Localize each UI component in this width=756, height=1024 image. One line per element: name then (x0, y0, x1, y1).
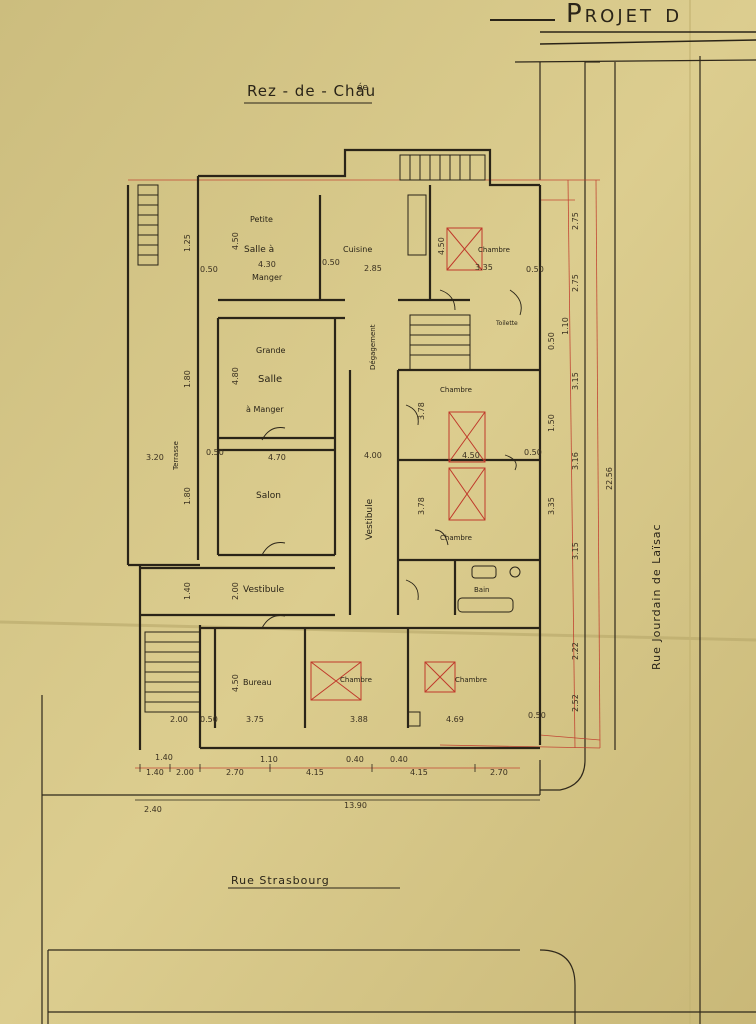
dim-335: 3.35 (475, 263, 493, 272)
dim-252: 2.52 (571, 694, 580, 712)
dim-200: 2.00 (231, 582, 240, 600)
site-lines (41, 56, 756, 1024)
room-chambre-e1: Chambre (440, 386, 472, 394)
dim-375: 3.75 (246, 715, 264, 724)
dim-315a: 3.15 (571, 372, 580, 390)
dim-140-bottom: 1.40 (146, 768, 164, 777)
room-chambre-s1: Chambre (340, 676, 372, 684)
stair-north-west (137, 184, 159, 266)
dim-415a: 4.15 (306, 768, 324, 777)
room-petite-salle-line2: Salle à (244, 245, 274, 255)
dim-240: 2.40 (144, 805, 162, 814)
dim-050c: 0.50 (322, 258, 340, 267)
bottom-dimension-ticks (135, 764, 541, 801)
dim-320: 3.20 (146, 453, 164, 462)
dim-450a: 4.50 (231, 232, 240, 250)
dim-480: 4.80 (231, 367, 240, 385)
room-terrasse: Terrasse (172, 441, 180, 471)
street-south-label: Rue Strasbourg (231, 874, 330, 887)
red-guide-lines (128, 179, 601, 769)
street-east-label: Rue Jourdain de Laïsac (650, 523, 663, 670)
dim-388: 3.88 (350, 715, 368, 724)
dim-335b: 3.35 (547, 497, 556, 515)
dim-469: 4.69 (446, 715, 464, 724)
dim-050h: 0.50 (526, 265, 544, 274)
room-grande-salle-line3: à Manger (246, 405, 284, 414)
room-vestibule-west: Vestibule (243, 585, 285, 595)
room-salon: Salon (256, 491, 281, 501)
dim-450c: 4.50 (462, 451, 480, 460)
dim-140b: 1.40 (155, 753, 173, 762)
paper-fold-horizontal (0, 620, 756, 642)
dim-315b: 3.15 (571, 542, 580, 560)
dim-150: 1.50 (547, 414, 556, 432)
dim-110b: 1.10 (561, 317, 570, 335)
room-degagement: Dégagement (369, 324, 377, 370)
dim-430: 4.30 (258, 260, 276, 269)
dim-470: 4.70 (268, 453, 286, 462)
dim-050g: 0.50 (528, 711, 546, 720)
room-labels: Petite Salle à Manger Cuisine Chambre To… (172, 215, 518, 687)
bathroom-fixtures (407, 194, 521, 727)
stair-central (409, 314, 471, 371)
dim-180a: 1.80 (183, 370, 192, 388)
room-chambre-s2: Chambre (455, 676, 487, 684)
dim-125: 1.25 (183, 234, 192, 252)
dim-040b: 0.40 (390, 755, 408, 764)
room-bain: Bain (474, 586, 489, 594)
dim-270a: 2.70 (226, 768, 244, 777)
red-marked-panels (310, 227, 486, 701)
dim-450d: 4.50 (231, 674, 240, 692)
dim-050b: 0.50 (200, 265, 218, 274)
floor-title: Rez - de - Chau (247, 82, 376, 100)
dim-040: 0.40 (346, 755, 364, 764)
dim-050d: 0.50 (206, 448, 224, 457)
room-petite-salle-line1: Petite (250, 215, 273, 224)
dim-316: 3.16 (571, 452, 580, 470)
room-cuisine: Cuisine (343, 245, 372, 254)
room-toilette: Toilette (495, 320, 518, 327)
project-title: Projet d (566, 0, 682, 29)
dimension-labels: 4.30 4.50 1.25 2.85 3.35 4.50 4.80 1.80 … (144, 212, 614, 814)
dim-415b: 4.15 (410, 768, 428, 777)
room-chambre-ne: Chambre (478, 246, 510, 254)
dim-050e: 0.50 (524, 448, 542, 457)
dim-450b: 4.50 (437, 237, 446, 255)
dim-050: 0.50 (547, 332, 556, 350)
dim-285: 2.85 (364, 264, 382, 273)
stair-north-east (399, 154, 486, 181)
dim-275a: 2.75 (571, 212, 580, 230)
dim-200-bottom: 2.00 (176, 768, 194, 777)
dim-222: 2.22 (571, 642, 580, 660)
door-swings (261, 289, 522, 629)
room-chambre-e2: Chambre (440, 534, 472, 542)
dim-400: 4.00 (364, 451, 382, 460)
room-vestibule-central: Vestibule (365, 498, 375, 540)
dim-140a: 1.40 (183, 582, 192, 600)
dim-378a: 3.78 (417, 402, 426, 420)
title-block: Projet d (490, 0, 756, 45)
dim-378b: 3.78 (417, 497, 426, 515)
dim-1390: 13.90 (344, 801, 367, 810)
dim-200b: 2.00 (170, 715, 188, 724)
stair-south-west (144, 631, 201, 713)
dim-270b: 2.70 (490, 768, 508, 777)
dim-110a: 1.10 (260, 755, 278, 764)
dim-275b: 2.75 (571, 274, 580, 292)
dim-050f: 0.50 (200, 715, 218, 724)
building-walls (126, 148, 542, 750)
dim-2256: 22.56 (605, 467, 614, 490)
room-petite-salle-line3: Manger (252, 273, 283, 282)
room-grande-salle-line2: Salle (258, 374, 282, 385)
floor-title-superscript: ée (357, 82, 369, 93)
dim-180b: 1.80 (183, 487, 192, 505)
room-grande-salle-line1: Grande (256, 346, 286, 355)
room-bureau: Bureau (243, 678, 272, 687)
